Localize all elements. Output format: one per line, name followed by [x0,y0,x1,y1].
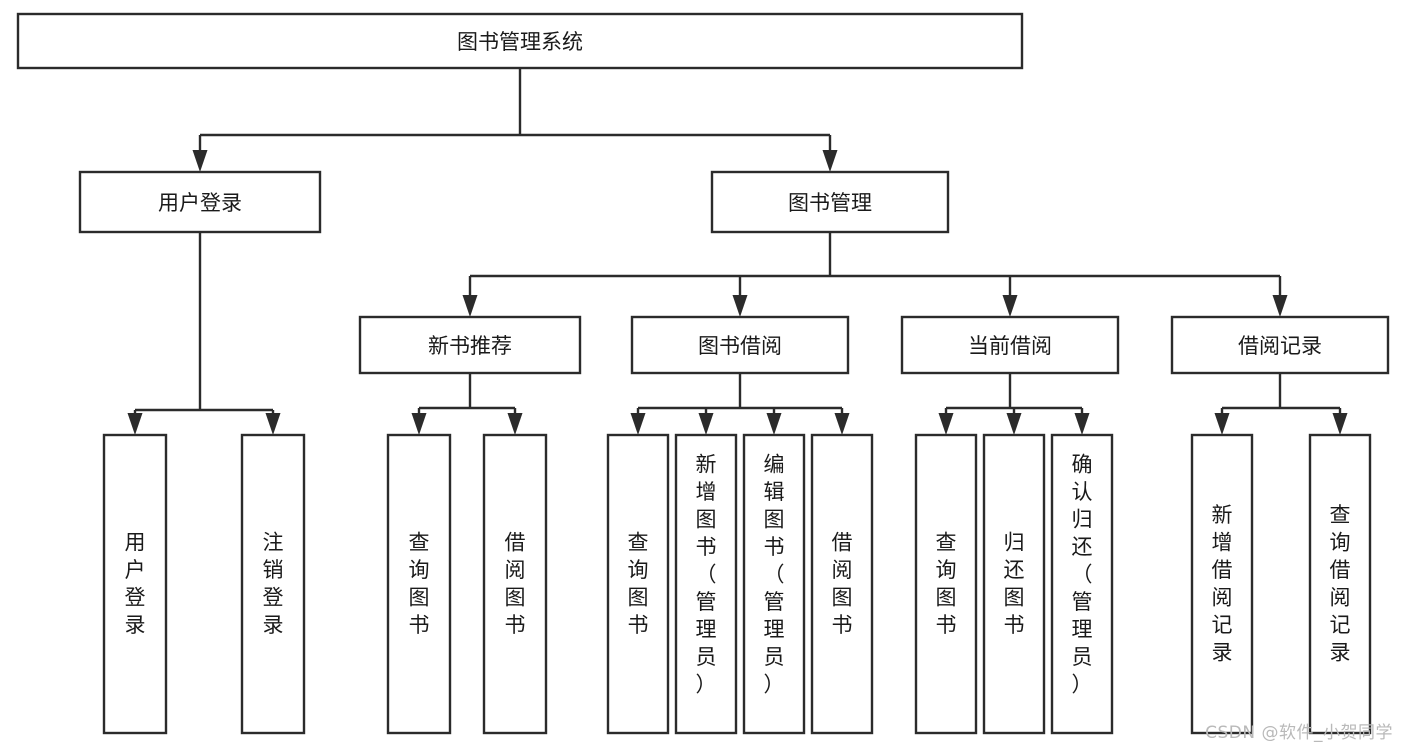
node-box[interactable] [482,433,548,735]
arrow-head-icon [1074,413,1090,435]
node-box[interactable] [1308,433,1372,735]
arrow-head-icon [411,413,427,435]
node-leaf-query-book-1[interactable]: 查询图书 [386,433,452,735]
node-label: 查询借阅记录 [1330,503,1351,665]
arrow-head-icon [630,413,646,435]
node-box[interactable] [606,433,670,735]
connector-group [462,232,1288,317]
node-label: 查询图书 [936,531,957,638]
node-label: 图书管理系统 [457,30,583,54]
arrow-head-icon [1272,295,1288,317]
node-user-login[interactable]: 用户登录 [78,170,322,234]
node-book-manage[interactable]: 图书管理 [710,170,950,234]
arrow-head-icon [1332,413,1348,435]
arrow-head-icon [1214,413,1230,435]
node-leaf-add-book[interactable]: 新增图书（管理员） [674,433,738,735]
node-label: 新增借阅记录 [1212,503,1233,665]
node-current-borrow[interactable]: 当前借阅 [900,315,1120,375]
node-leaf-borrow-book-1[interactable]: 借阅图书 [482,433,548,735]
node-leaf-query-book-3[interactable]: 查询图书 [914,433,978,735]
node-box[interactable] [1170,315,1390,375]
node-box[interactable] [674,433,738,735]
node-new-book-rec[interactable]: 新书推荐 [358,315,582,375]
node-box[interactable] [914,433,978,735]
node-box[interactable] [1190,433,1254,735]
node-root[interactable]: 图书管理系统 [16,12,1024,70]
arrow-head-icon [507,413,523,435]
node-label: 编辑图书（管理员） [764,453,785,697]
node-book-borrow[interactable]: 图书借阅 [630,315,850,375]
node-label: 用户登录 [125,531,146,638]
node-box[interactable] [630,315,850,375]
node-box[interactable] [358,315,582,375]
node-box[interactable] [710,170,950,234]
node-box[interactable] [240,433,306,735]
connector-group [1214,373,1348,435]
arrow-head-icon [698,413,714,435]
arrow-head-icon [834,413,850,435]
connector-group [127,232,281,435]
arrow-head-icon [462,295,478,317]
arrow-head-icon [732,295,748,317]
node-box[interactable] [78,170,322,234]
node-label: 新增图书（管理员） [696,453,717,697]
node-box[interactable] [810,433,874,735]
node-box[interactable] [982,433,1046,735]
node-label: 图书借阅 [698,334,782,358]
node-leaf-return-book[interactable]: 归还图书 [982,433,1046,735]
connector-group [192,68,838,172]
arrow-head-icon [265,413,281,435]
node-label: 借阅图书 [505,531,526,638]
node-leaf-add-record[interactable]: 新增借阅记录 [1190,433,1254,735]
arrow-head-icon [822,150,838,172]
node-label: 借阅记录 [1238,334,1322,358]
node-leaf-user-login[interactable]: 用户登录 [102,433,168,735]
node-leaf-edit-book[interactable]: 编辑图书（管理员） [742,433,806,735]
arrow-head-icon [127,413,143,435]
node-leaf-query-book-2[interactable]: 查询图书 [606,433,670,735]
arrow-head-icon [1006,413,1022,435]
node-label: 用户登录 [158,191,242,215]
node-layer: 图书管理系统用户登录图书管理新书推荐图书借阅当前借阅借阅记录用户登录注销登录查询… [16,12,1390,735]
connector-group [411,373,523,435]
arrow-head-icon [766,413,782,435]
node-label: 确认归还（管理员） [1072,453,1093,697]
connector-group [630,373,850,435]
node-label: 当前借阅 [968,334,1052,358]
node-box[interactable] [742,433,806,735]
node-label: 归还图书 [1004,531,1025,638]
node-leaf-confirm-return[interactable]: 确认归还（管理员） [1050,433,1114,735]
node-label: 借阅图书 [832,531,853,638]
node-label: 注销登录 [263,531,284,638]
node-label: 新书推荐 [428,334,512,358]
node-leaf-borrow-book-2[interactable]: 借阅图书 [810,433,874,735]
node-box[interactable] [1050,433,1114,735]
node-borrow-record[interactable]: 借阅记录 [1170,315,1390,375]
arrow-head-icon [938,413,954,435]
node-box[interactable] [900,315,1120,375]
node-leaf-user-logout[interactable]: 注销登录 [240,433,306,735]
node-box[interactable] [102,433,168,735]
node-leaf-query-record[interactable]: 查询借阅记录 [1308,433,1372,735]
arrow-head-icon [1002,295,1018,317]
node-box[interactable] [16,12,1024,70]
arrow-head-icon [192,150,208,172]
connector-group [938,373,1090,435]
node-box[interactable] [386,433,452,735]
connector-layer [127,68,1348,435]
node-label: 查询图书 [628,531,649,638]
node-label: 图书管理 [788,191,872,215]
node-label: 查询图书 [409,531,430,638]
